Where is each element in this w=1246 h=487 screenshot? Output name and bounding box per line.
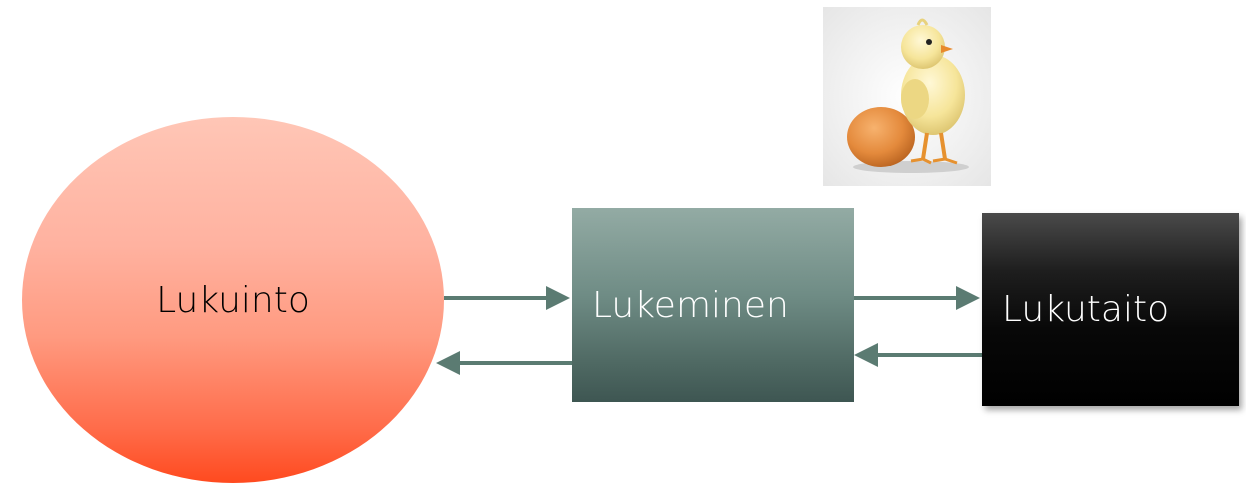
node-lukeminen: Lukeminen (572, 208, 854, 402)
node-lukeminen-label: Lukeminen (592, 284, 789, 326)
node-lukutaito-label: Lukutaito (1002, 289, 1170, 330)
node-lukutaito: Lukutaito (982, 213, 1239, 406)
node-lukuinto: Lukuinto (22, 117, 444, 483)
chick-and-egg-icon (823, 7, 991, 186)
node-lukuinto-label: Lukuinto (156, 279, 310, 321)
